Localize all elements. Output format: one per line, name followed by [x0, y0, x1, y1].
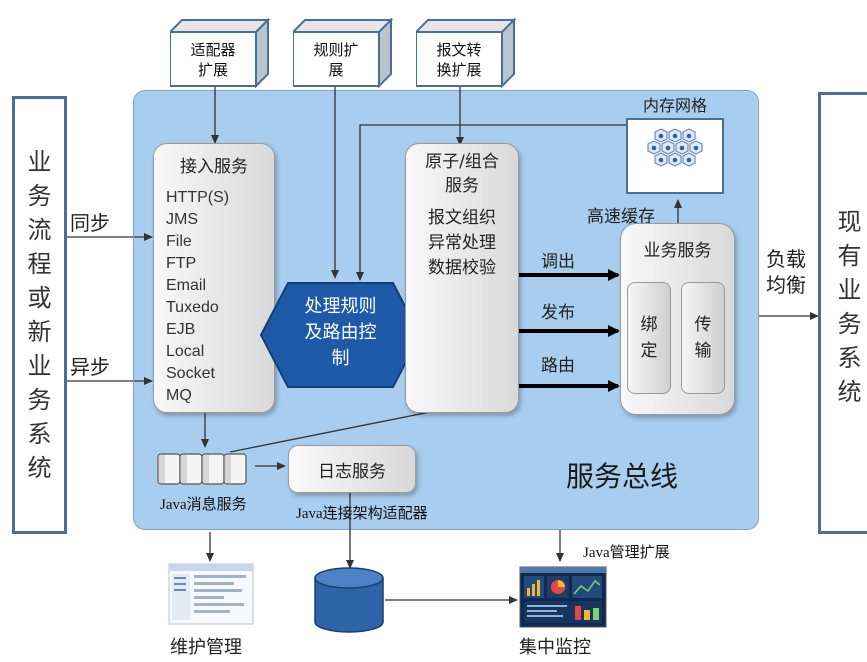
protocol-item: Local — [166, 343, 205, 360]
left-char: 或 — [27, 284, 52, 312]
routing-control-hexagon: 处理规则 及路由控 制 — [258, 280, 423, 390]
maintenance-screen-icon — [168, 563, 254, 625]
cube-icon — [293, 18, 393, 88]
adapter-extension-label: 适配器扩展 — [170, 32, 256, 88]
load-balance-line1: 负载 — [766, 247, 806, 271]
composite-items: 报文组织 异常处理 数据校验 — [406, 206, 518, 281]
transfer-box: 传 输 — [681, 282, 725, 394]
business-service-panel: 业务服务 绑 定 传 输 — [620, 223, 735, 415]
business-service-title: 业务服务 — [643, 241, 712, 261]
composite-item: 数据校验 — [428, 258, 496, 278]
bind-box: 绑 定 — [627, 282, 671, 394]
jmx-label: Java管理扩展 — [583, 545, 670, 561]
log-service-box: 日志服务 — [288, 445, 416, 493]
left-char: 程 — [27, 250, 52, 278]
protocol-item: Tuxedo — [166, 299, 219, 316]
bind-line: 绑 — [640, 315, 658, 335]
ext-line: 展 — [328, 61, 344, 79]
bind-label: 绑 定 — [641, 312, 658, 364]
transfer-line: 输 — [694, 341, 712, 361]
left-char: 统 — [27, 454, 52, 482]
left-char: 新 — [27, 318, 52, 346]
memory-grid-title: 内存网格 — [642, 96, 707, 115]
bind-line: 定 — [640, 341, 658, 361]
right-existing-system: 现 有 业 务 系 统 — [818, 92, 867, 534]
protocol-item: MQ — [166, 387, 192, 404]
monitor-dashboard-icon — [519, 566, 607, 628]
ext-line: 换扩展 — [436, 61, 482, 79]
right-char: 现 — [837, 208, 862, 236]
composite-title-line: 服务 — [445, 176, 479, 196]
ext-line: 规则扩 — [313, 41, 359, 59]
service-bus-title: 服务总线 — [566, 460, 679, 493]
action-route-label: 路由 — [541, 356, 575, 376]
transfer-line: 传 — [694, 315, 712, 335]
memory-grid-frame — [626, 118, 724, 194]
ext-line: 适配器 — [190, 41, 236, 59]
composite-title-line: 原子/组合 — [425, 152, 499, 172]
protocol-list: HTTP(S) JMS File FTP Email Tuxedo EJB Lo… — [166, 187, 274, 407]
load-balance-line2: 均衡 — [766, 273, 806, 297]
composite-item: 异常处理 — [428, 233, 496, 253]
async-label: 异步 — [70, 355, 110, 379]
left-char: 务 — [27, 386, 52, 414]
message-conversion-extension-box: 报文转换扩展 — [416, 18, 516, 88]
jca-label: Java连接架构适配器 — [296, 506, 428, 522]
cube-icon — [170, 18, 270, 88]
protocol-item: Email — [166, 277, 207, 294]
sync-label: 同步 — [70, 211, 110, 235]
left-char: 业 — [27, 352, 52, 380]
composite-service-title: 原子/组合 服务 — [406, 150, 518, 198]
database-icon — [314, 567, 384, 633]
cache-label: 高速缓存 — [587, 207, 655, 227]
action-call-label: 调出 — [541, 252, 575, 272]
left-char: 流 — [27, 216, 52, 244]
left-char: 系 — [27, 420, 52, 448]
routing-line: 处理规则 — [304, 296, 377, 317]
right-char: 业 — [837, 276, 862, 304]
monitor-label: 集中监控 — [519, 637, 591, 658]
protocol-item: JMS — [166, 211, 198, 228]
message-queue-icon — [157, 453, 247, 485]
hex-grid-icon — [647, 128, 703, 167]
protocol-item: HTTP(S) — [166, 189, 230, 206]
routing-label: 处理规则 及路由控 制 — [258, 294, 423, 372]
right-char: 统 — [837, 378, 862, 406]
adapter-extension-box: 适配器扩展 — [170, 18, 270, 88]
cube-icon — [416, 18, 516, 88]
left-business-system: 业 务 流 程 或 新 业 务 系 统 — [12, 96, 67, 534]
right-char: 务 — [837, 310, 862, 338]
left-char: 务 — [27, 182, 52, 210]
rule-extension-box: 规则扩展 — [293, 18, 393, 88]
routing-line: 制 — [331, 348, 350, 369]
memory-grid-box: 内存网格 — [624, 94, 726, 200]
load-balance-label: 负载 均衡 — [766, 246, 806, 298]
transfer-label: 传 输 — [695, 312, 712, 364]
action-publish-label: 发布 — [541, 303, 575, 323]
protocol-item: FTP — [166, 255, 197, 272]
access-service-title: 接入服务 — [180, 157, 248, 177]
protocol-item: File — [166, 233, 192, 250]
routing-line: 及路由控 — [304, 322, 377, 343]
right-char: 有 — [837, 242, 862, 270]
right-char: 系 — [837, 344, 862, 372]
ext-line: 报文转 — [436, 41, 482, 59]
hexagon-shape — [259, 282, 422, 388]
rule-extension-label: 规则扩展 — [293, 32, 379, 88]
protocol-item: EJB — [166, 321, 196, 338]
left-char: 业 — [27, 148, 52, 176]
composite-service-panel: 原子/组合 服务 报文组织 异常处理 数据校验 — [405, 143, 519, 413]
composite-item: 报文组织 — [428, 208, 496, 228]
left-system-text: 业 务 流 程 或 新 业 务 系 统 — [15, 99, 64, 485]
message-conversion-extension-label: 报文转换扩展 — [416, 32, 502, 88]
right-system-text: 现 有 业 务 系 统 — [821, 95, 867, 409]
access-service-panel: 接入服务 HTTP(S) JMS File FTP Email Tuxedo E… — [153, 143, 275, 413]
ext-line: 扩展 — [197, 61, 228, 79]
maintenance-label: 维护管理 — [170, 637, 242, 658]
jms-label: Java消息服务 — [160, 497, 247, 513]
protocol-item: Socket — [166, 365, 215, 382]
